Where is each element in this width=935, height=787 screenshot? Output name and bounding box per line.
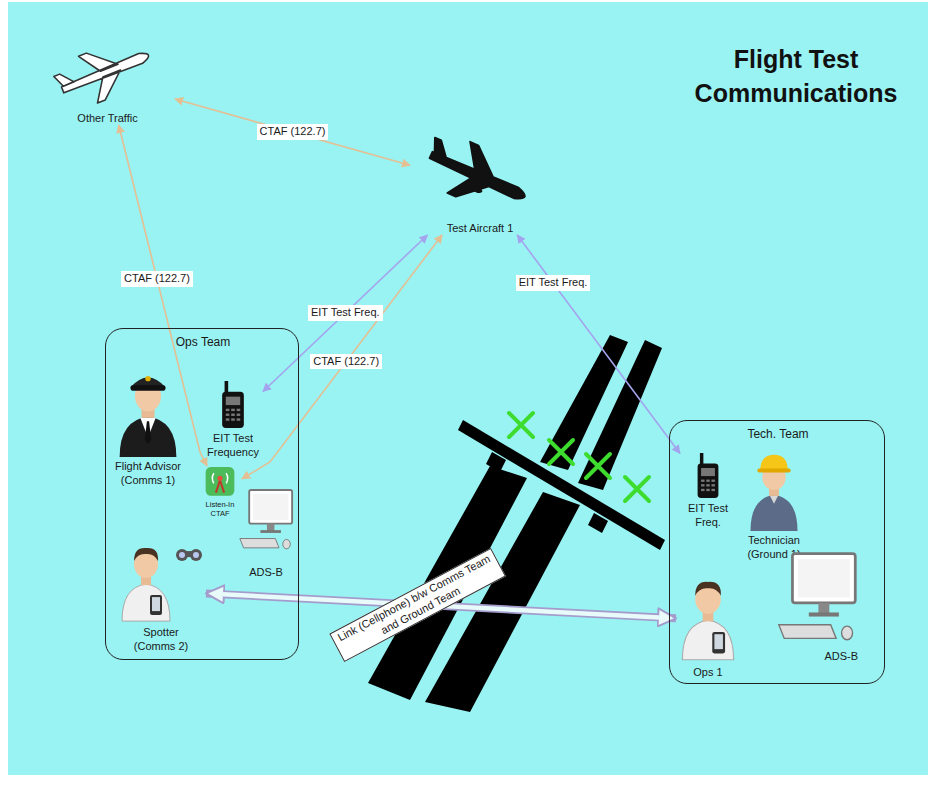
box-title: Tech. Team [672, 427, 884, 442]
computer-node: ADS-B [758, 551, 858, 663]
diagram-title: Flight Test Communications [686, 42, 906, 110]
node-label: Other Traffic [48, 112, 168, 125]
person-node: Flight Advisor (Comms 1) [104, 359, 192, 487]
node-label: ADS-B [798, 650, 858, 663]
person-node: Ops 1 [676, 561, 740, 679]
radio-link [263, 235, 427, 391]
app-node: Listen-In CTAF [198, 466, 242, 518]
runways [368, 335, 665, 712]
edge-group [242, 235, 442, 479]
person-node: Spotter (Comms 2) [116, 529, 206, 653]
team-box: Ops TeamEIT Test FrequencyFlight Advisor… [105, 328, 299, 660]
edge-group [175, 99, 410, 165]
spotter-icon [116, 529, 206, 623]
edge-group [119, 125, 207, 466]
runway-tab [588, 513, 608, 533]
aircraft-node: Other Traffic [40, 35, 175, 125]
node-label: Flight Advisor (Comms 1) [106, 460, 190, 487]
planeWhite-icon [40, 35, 175, 109]
radio-link [517, 235, 680, 453]
edge-group [517, 235, 680, 453]
runway-tab [486, 452, 506, 472]
node-label: Ops 1 [677, 666, 739, 679]
edge-label: CTAF (122.7) [257, 124, 329, 140]
team-box: Tech. TeamEIT Test Freq.Technician (Grou… [669, 420, 885, 684]
pilot-icon [104, 359, 192, 457]
tech-icon [738, 443, 810, 531]
radio-node: EIT Test Frequency [203, 381, 263, 459]
radio-node: EIT Test Freq. [680, 453, 736, 529]
node-label: Test Aircraft 1 [415, 222, 545, 235]
x-mark [509, 413, 533, 437]
node-label: ADS-B [239, 566, 293, 579]
x-mark [549, 440, 573, 464]
radio-icon [203, 381, 263, 429]
edge-label: EIT Test Freq. [516, 275, 591, 291]
runway [458, 420, 665, 550]
edge-label: EIT Test Freq. [308, 305, 383, 321]
x-mark [586, 454, 610, 478]
computer-node: ADS-B [238, 479, 294, 579]
person-icon [676, 561, 740, 663]
edge-group [263, 235, 427, 391]
radio-link [119, 125, 207, 466]
aircraft-node: Test Aircraft 1 [410, 135, 550, 235]
edge-label: CTAF (122.7) [121, 271, 193, 287]
planeBlack-icon [410, 135, 550, 219]
node-label: EIT Test Frequency [204, 432, 262, 459]
runway [578, 340, 662, 490]
radio-icon [680, 453, 736, 499]
monitor-icon [758, 551, 858, 647]
node-label: EIT Test Freq. [681, 502, 735, 529]
monitor-icon [238, 479, 294, 563]
node-label: Listen-In CTAF [199, 500, 241, 518]
node-label: Spotter (Comms 2) [128, 626, 194, 653]
x-marks [509, 413, 649, 501]
radio-link [175, 99, 410, 165]
person-node: Technician (Ground 1) [738, 443, 810, 561]
box-title: Ops Team [108, 335, 298, 350]
radio-link [242, 235, 442, 479]
edge-label: CTAF (122.7) [310, 354, 382, 370]
listen-icon [198, 466, 242, 497]
x-mark [625, 477, 649, 501]
